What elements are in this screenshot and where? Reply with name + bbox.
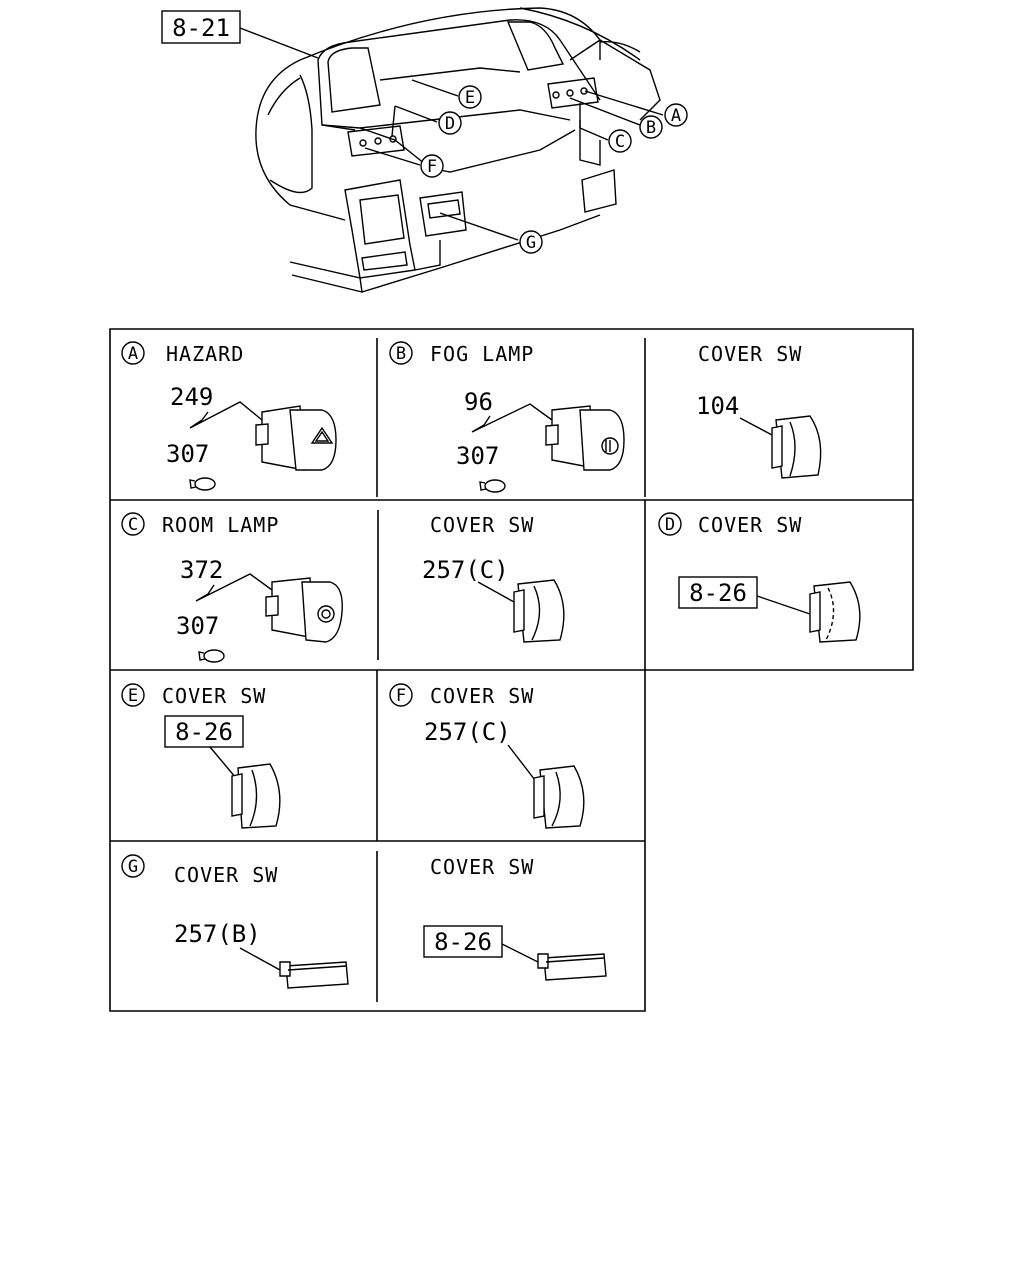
cell-d-cover-sw: D COVER SW 8-26 — [658, 512, 861, 643]
cell-c-title: ROOM LAMP — [162, 513, 279, 537]
cell-g2-cover-sw: COVER SW 8-26 — [423, 855, 607, 981]
svg-text:C: C — [615, 132, 625, 152]
cell-a-letter: A — [128, 344, 138, 364]
overview-ref-label: 8-21 — [172, 14, 230, 42]
svg-text:F: F — [427, 157, 437, 177]
cell-d-letter: D — [665, 515, 675, 535]
cell-g-letter: G — [128, 857, 138, 877]
cell-f-part: 257(C) — [424, 718, 511, 746]
cell-c-letter-circle — [121, 512, 145, 536]
cell-b2-title: COVER SW — [698, 342, 802, 366]
cell-d-ref: 8-26 — [689, 579, 747, 607]
overview-callout-b[interactable]: B — [639, 115, 663, 139]
room-lamp-switch-drawing — [198, 577, 343, 663]
overview-ref-box[interactable]: 8-21 — [161, 10, 241, 44]
cell-b2-part: 104 — [696, 392, 739, 420]
cover-switch-drawing-f — [533, 765, 585, 829]
svg-text:E: E — [465, 88, 475, 108]
cell-e-ref-box[interactable]: 8-26 — [164, 715, 244, 748]
overview-callout-g[interactable]: G — [519, 230, 543, 254]
cell-d-letter-circle — [658, 512, 682, 536]
cell-g2-ref-box[interactable]: 8-26 — [423, 925, 503, 958]
overview-callout-e[interactable]: E — [458, 85, 482, 109]
cell-c2-part: 257(C) — [422, 556, 509, 584]
cell-c2-title: COVER SW — [430, 513, 534, 537]
cell-a-part-1: 249 — [170, 383, 213, 411]
cell-a-title: HAZARD — [166, 342, 244, 366]
cover-switch-drawing-g — [279, 961, 349, 989]
cell-g-cover-sw: G COVER SW 257(B) — [121, 854, 349, 989]
cell-g-part: 257(B) — [174, 920, 261, 948]
cell-e-title: COVER SW — [162, 684, 266, 708]
cell-d-ref-box[interactable]: 8-26 — [678, 576, 758, 609]
cell-e-letter: E — [128, 686, 138, 706]
cell-a-hazard: A HAZARD 249 307 — [121, 341, 337, 491]
fog-lamp-switch-drawing — [479, 405, 625, 493]
cell-a-letter-circle — [121, 341, 145, 365]
cell-c-letter: C — [128, 515, 138, 535]
dashboard-overview: 8-21 — [161, 7, 688, 293]
cell-b-title: FOG LAMP — [430, 342, 534, 366]
svg-text:G: G — [526, 233, 536, 253]
cell-b-part-1: 96 — [464, 388, 493, 416]
cell-b-fog-lamp: B FOG LAMP 96 307 — [389, 341, 625, 493]
cover-switch-drawing-104 — [771, 415, 822, 479]
cell-f-title: COVER SW — [430, 684, 534, 708]
hazard-switch-drawing — [189, 405, 337, 491]
cell-b-part-2: 307 — [456, 442, 499, 470]
cell-b-letter: B — [396, 344, 406, 364]
svg-text:A: A — [671, 106, 681, 126]
cell-c-part-1: 372 — [180, 556, 223, 584]
cell-c-part-2: 307 — [176, 612, 219, 640]
svg-text:D: D — [445, 114, 455, 134]
svg-text:B: B — [646, 118, 656, 138]
cell-b-letter-circle — [389, 341, 413, 365]
overview-callout-c[interactable]: C — [608, 129, 632, 153]
cell-g-letter-circle — [121, 854, 145, 878]
cell-b2-cover-sw: COVER SW 104 — [696, 342, 822, 479]
cell-e-ref: 8-26 — [175, 718, 233, 746]
cell-e-letter-circle — [121, 683, 145, 707]
cover-switch-drawing-d — [809, 581, 861, 643]
cover-switch-drawing-e — [231, 763, 281, 829]
overview-callout-d[interactable]: D — [438, 111, 462, 135]
cell-c2-cover-sw: COVER SW 257(C) — [422, 513, 565, 643]
overview-callout-a[interactable]: A — [664, 103, 688, 127]
cell-c-room-lamp: C ROOM LAMP 372 307 — [121, 512, 343, 663]
cell-f-cover-sw: F COVER SW 257(C) — [389, 683, 585, 829]
cell-e-cover-sw: E COVER SW 8-26 — [121, 683, 281, 829]
cell-g2-ref: 8-26 — [434, 928, 492, 956]
cover-switch-drawing-g2 — [537, 953, 607, 981]
cell-g2-title: COVER SW — [430, 855, 534, 879]
cell-f-letter-circle — [389, 683, 413, 707]
cover-switch-drawing-257c — [513, 579, 565, 643]
parts-grid — [109, 328, 914, 1012]
cell-f-letter: F — [396, 686, 406, 706]
cell-d-title: COVER SW — [698, 513, 802, 537]
cell-g-title: COVER SW — [174, 863, 278, 887]
cell-a-part-2: 307 — [166, 440, 209, 468]
overview-callout-f[interactable]: F — [420, 154, 444, 178]
